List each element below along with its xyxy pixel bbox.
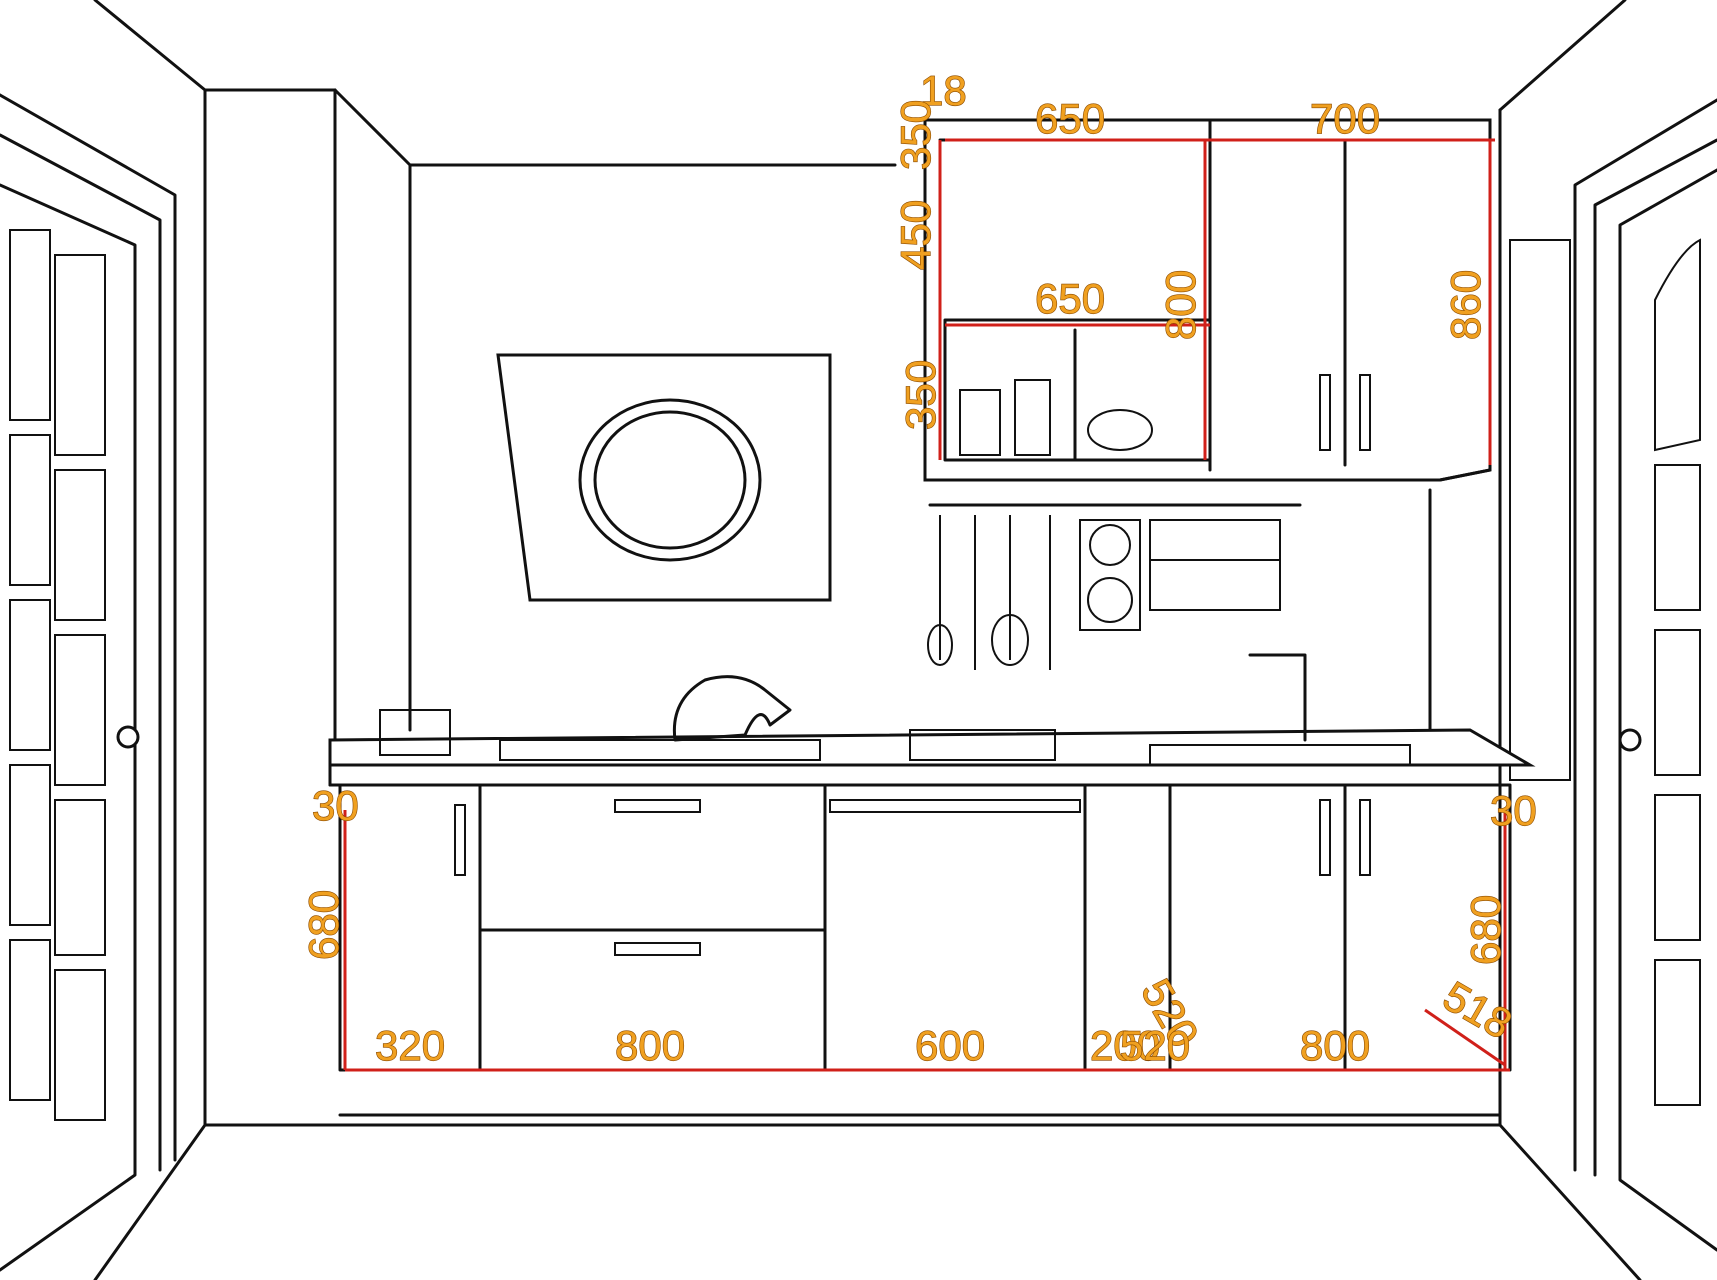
dim-350-top: 350 <box>892 100 939 170</box>
range-hood <box>496 353 832 602</box>
left-door <box>0 93 177 1272</box>
dim-800-inner: 800 <box>1157 270 1204 340</box>
dim-320: 320 <box>375 1022 445 1069</box>
dim-18: 18 <box>920 67 967 114</box>
wall-cabinets <box>923 118 1492 482</box>
dim-800-b: 800 <box>1300 1022 1370 1069</box>
room-walls <box>93 0 1642 1280</box>
dim-680-left: 680 <box>300 890 347 960</box>
countertop <box>328 653 1536 787</box>
dim-650-inner: 650 <box>1035 275 1105 322</box>
dim-30-left: 30 <box>312 782 359 829</box>
dim-650-top: 650 <box>1035 95 1105 142</box>
dim-600: 600 <box>915 1022 985 1069</box>
dim-30-right: 30 <box>1490 787 1537 834</box>
dim-860: 860 <box>1442 270 1489 340</box>
dim-350-mid: 350 <box>897 360 944 430</box>
dim-680-right: 680 <box>1462 895 1509 965</box>
dim-450: 450 <box>892 200 939 270</box>
utensil-rail <box>927 503 1302 670</box>
dim-800-a: 800 <box>615 1022 685 1069</box>
right-door <box>1509 98 1717 1252</box>
dimension-lines <box>343 138 1510 1072</box>
dim-700: 700 <box>1310 95 1380 142</box>
dim-518: 518 <box>1436 972 1520 1048</box>
dim-520-b: 520 <box>1120 1022 1190 1069</box>
dim-200: 200 <box>1090 1022 1160 1069</box>
